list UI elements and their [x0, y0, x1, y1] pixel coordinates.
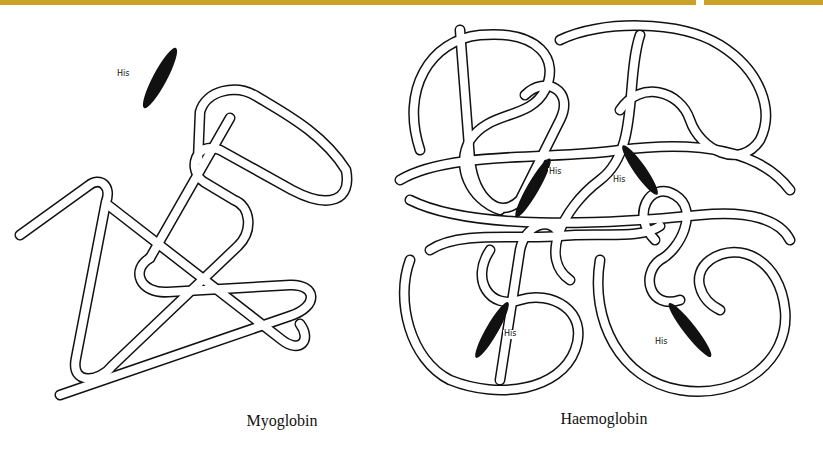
- residue-label: His: [654, 338, 668, 347]
- heme-disc: [138, 45, 716, 361]
- top-bar: [0, 0, 696, 5]
- figure-caption: Myoglobin: [246, 412, 317, 430]
- residue-label: His: [548, 168, 562, 177]
- top-bar: [704, 0, 823, 5]
- residue-label: His: [612, 176, 626, 185]
- residue-label: His: [116, 70, 130, 79]
- tube-fill: [20, 26, 790, 395]
- figure-caption: Haemoglobin: [560, 410, 647, 428]
- residue-label: His: [503, 330, 517, 339]
- tube-outline: [20, 26, 790, 395]
